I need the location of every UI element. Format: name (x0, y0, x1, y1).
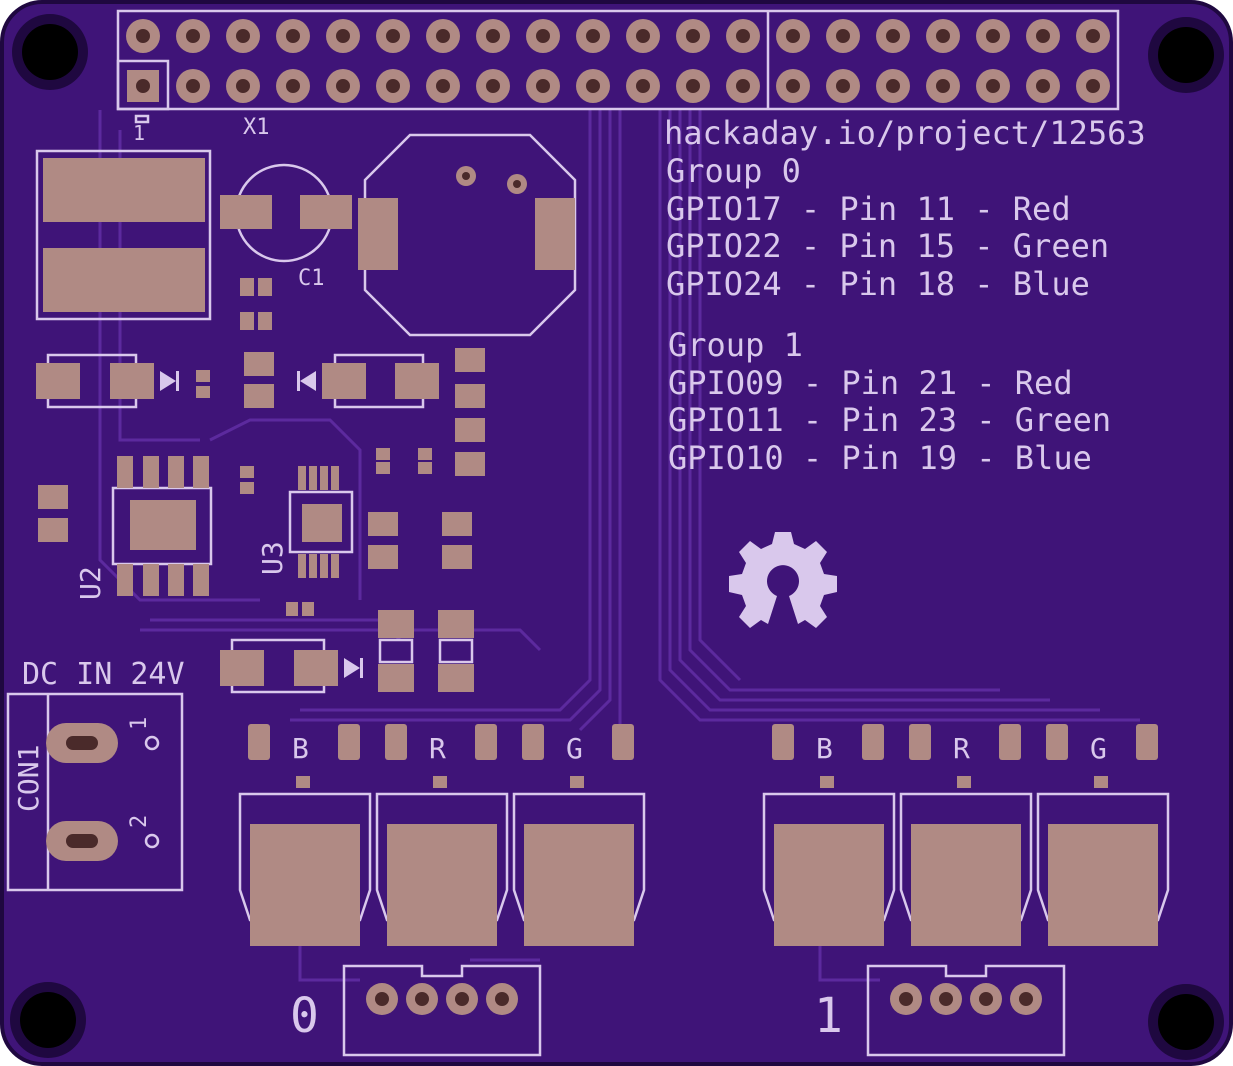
cap-ref: C1 (298, 266, 325, 291)
output-connector-pins (366, 983, 1042, 1015)
channel-label: R (429, 732, 446, 765)
output-connector-0 (342, 964, 542, 1057)
group1-line-green: GPIO11 - Pin 23 - Green (668, 401, 1111, 439)
power-label: DC IN 24V (22, 657, 185, 692)
channel-pad (612, 724, 634, 760)
header-ref: X1 (243, 115, 270, 140)
open-hardware-logo (729, 532, 837, 628)
channel-label: R (953, 732, 970, 765)
connector-pin1-label: 1 (127, 717, 152, 730)
small-passives (38, 278, 485, 692)
group1-number: 1 (814, 988, 843, 1044)
mosfet-pad (774, 824, 884, 946)
diodes (36, 353, 439, 694)
channel-pad (522, 724, 544, 760)
capacitor-c1 (220, 163, 352, 263)
mosfet-pad (1048, 824, 1158, 946)
output-connector-1 (866, 964, 1066, 1057)
mosfet-pad (524, 824, 634, 946)
header-pin1-label: 1 (133, 121, 145, 145)
ic-u2 (111, 456, 213, 596)
mounting-holes (10, 14, 1224, 1060)
channel-pad (385, 724, 407, 760)
channel-label: G (1090, 732, 1107, 765)
dc-connector-con1 (6, 692, 184, 892)
group1-line-red: GPIO09 - Pin 21 - Red (668, 364, 1073, 402)
channel-pad (909, 724, 931, 760)
channel-pad (338, 724, 360, 760)
channel-pad (772, 724, 794, 760)
channel-label: B (816, 732, 833, 765)
mosfet-pad (911, 824, 1021, 946)
group0-line-green: GPIO22 - Pin 15 - Green (666, 227, 1109, 265)
channel-label: B (292, 732, 309, 765)
group0-title: Group 0 (666, 152, 801, 190)
channel-pad (1136, 724, 1158, 760)
u3-ref: U3 (256, 541, 289, 575)
connector-pin2-label: 2 (127, 815, 152, 828)
group1-title: Group 1 (668, 326, 803, 364)
inductor-l1 (35, 149, 212, 321)
channel-pad (999, 724, 1021, 760)
channel-pad (475, 724, 497, 760)
u2-ref: U2 (74, 566, 107, 600)
connector-ref: CON1 (12, 745, 45, 812)
channel-pad (1046, 724, 1068, 760)
project-url: hackaday.io/project/12563 (664, 114, 1146, 152)
group0-number: 0 (290, 988, 319, 1044)
capacitor-large (358, 133, 577, 337)
channel-label: G (566, 732, 583, 765)
mosfet-pad (250, 824, 360, 946)
group0-line-blue: GPIO24 - Pin 18 - Blue (666, 265, 1090, 303)
channel-pad (248, 724, 270, 760)
group0-line-red: GPIO17 - Pin 11 - Red (666, 190, 1071, 228)
gpio-header (116, 9, 1120, 124)
channel-pad (862, 724, 884, 760)
ic-u3 (288, 466, 354, 578)
mosfet-pad (387, 824, 497, 946)
group1-line-blue: GPIO10 - Pin 19 - Blue (668, 439, 1092, 477)
